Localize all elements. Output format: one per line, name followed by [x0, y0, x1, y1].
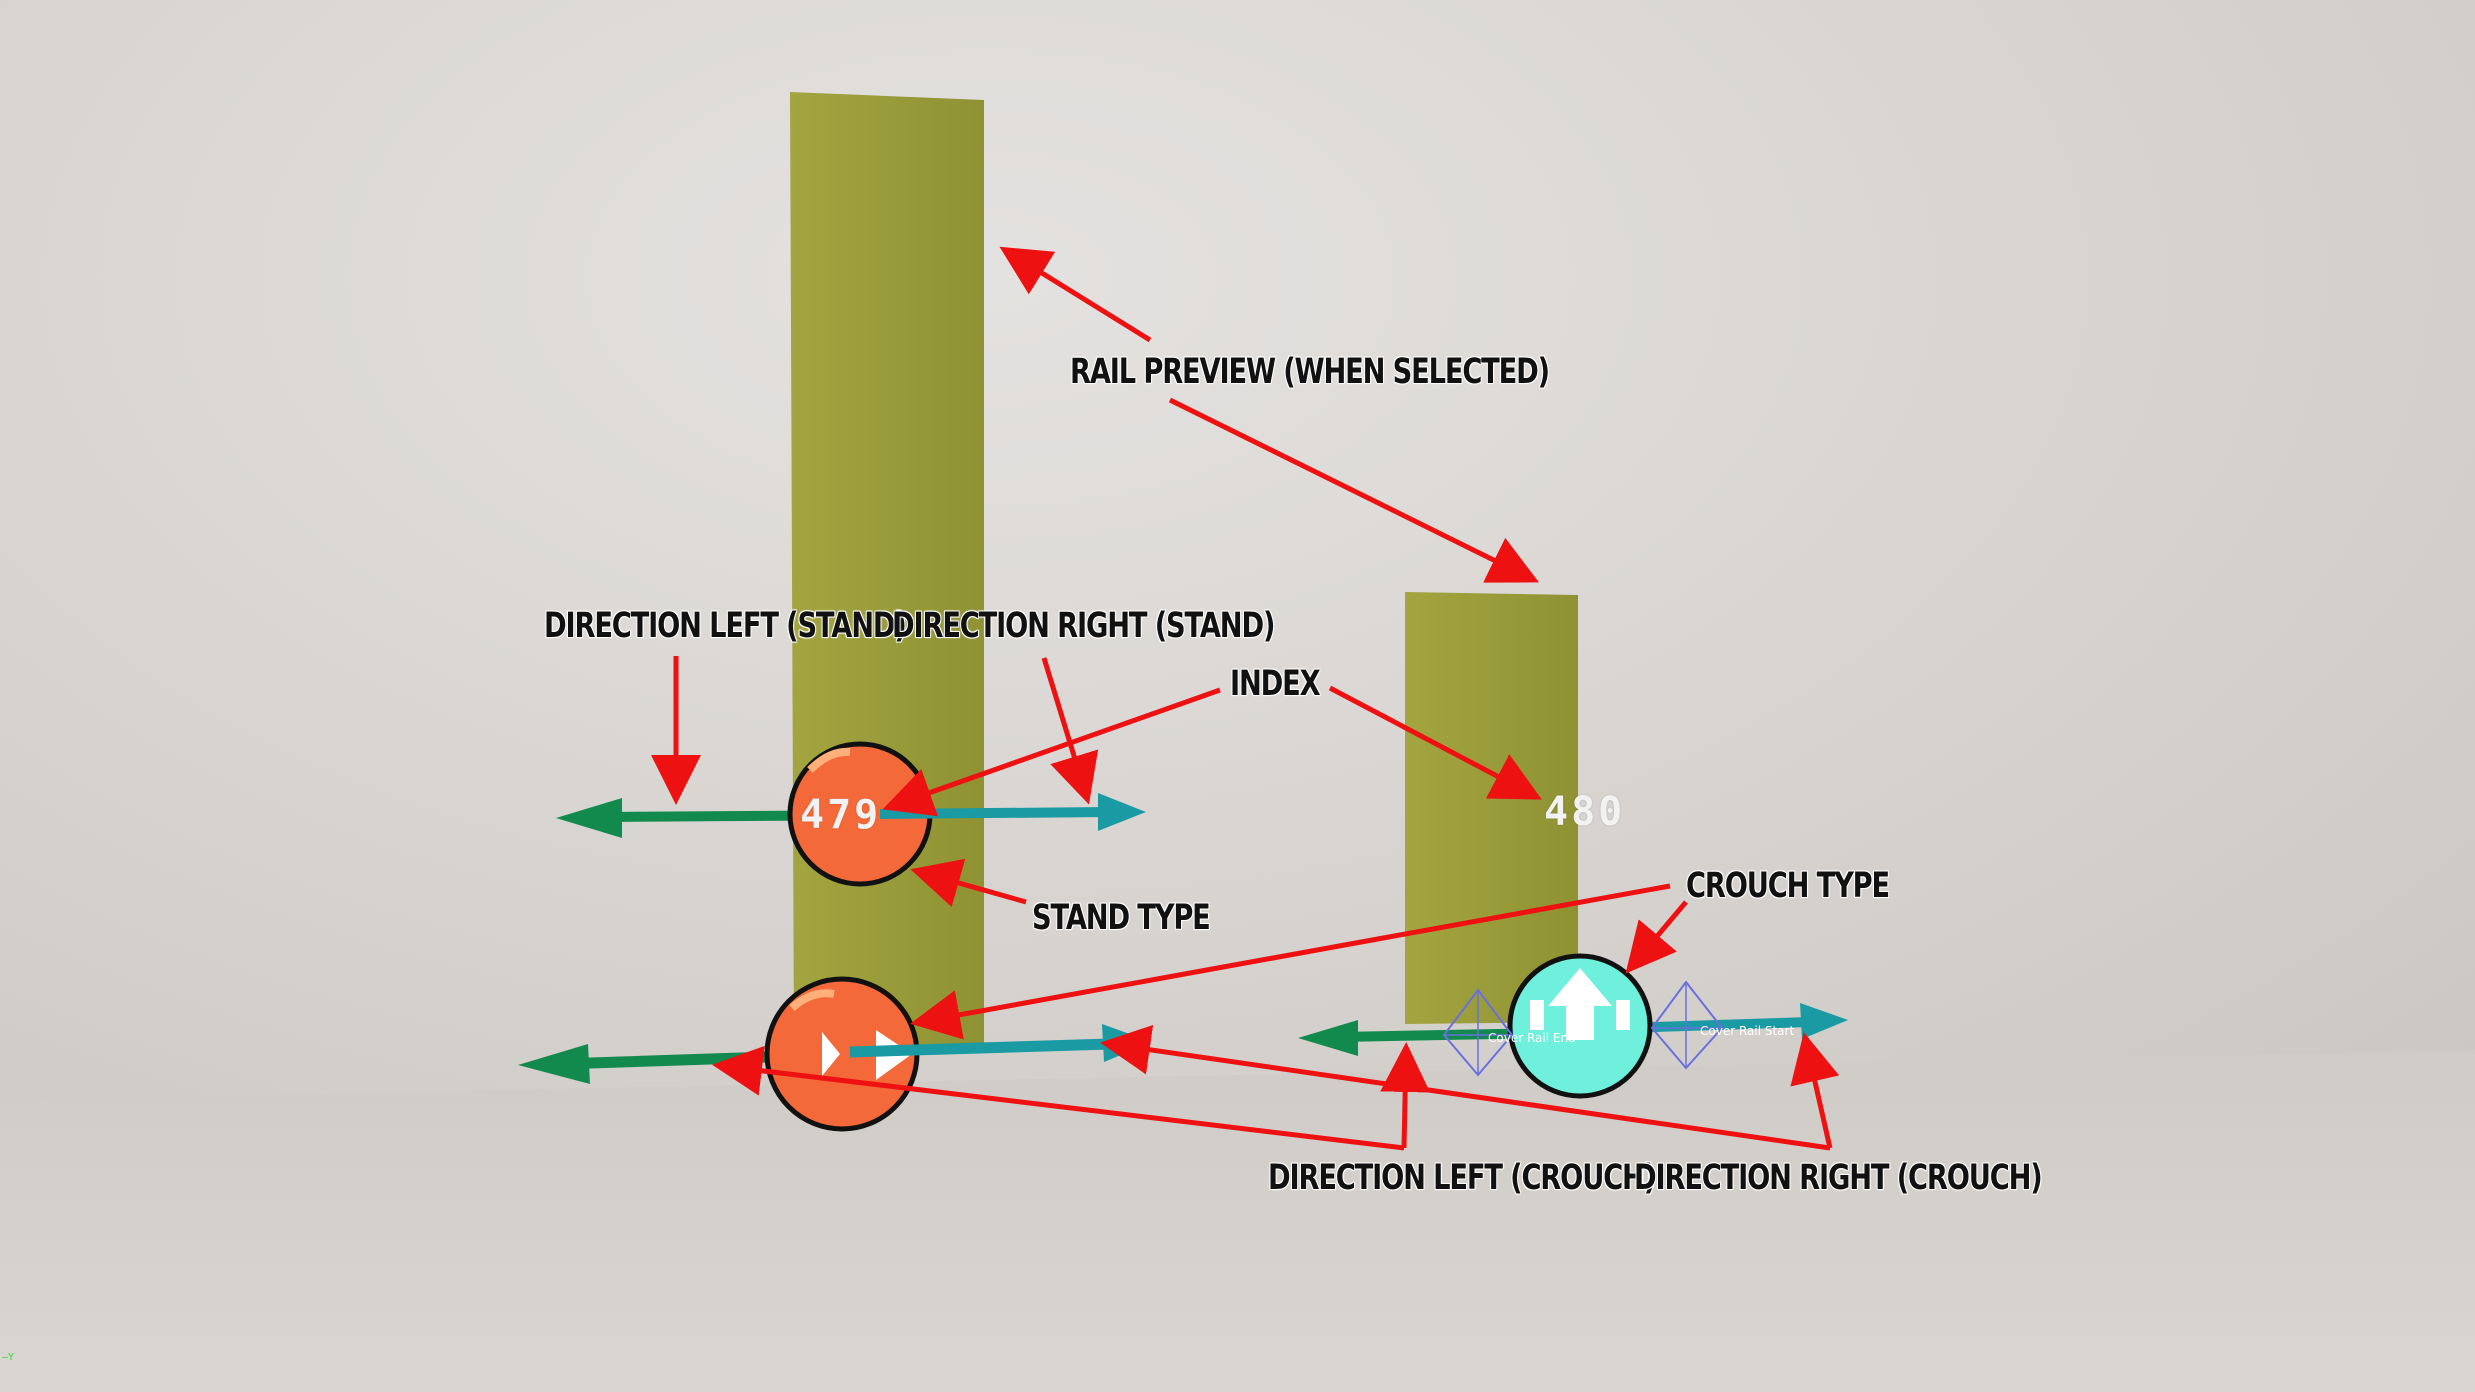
callout-stand-type: STAND TYPE — [1032, 898, 1211, 938]
arrow-direction-right-crouch-left — [1100, 1024, 1831, 1151]
callout-direction-right-stand: DIRECTION RIGHT (STAND) — [892, 606, 1275, 646]
crouch-node — [1298, 953, 1848, 1099]
axis-indicator: —Y — [2, 1352, 15, 1363]
index-label-right: 480 — [1544, 789, 1626, 835]
callout-direction-left-crouch: DIRECTION LEFT (CROUCH) — [1268, 1158, 1656, 1198]
rail-start-label: Cover Rail Start — [1700, 1024, 1795, 1038]
floor — [0, 1050, 2475, 1392]
crouch-type-icon — [1548, 968, 1612, 1040]
arrow-rail-preview-right — [1168, 397, 1539, 583]
arrow-direction-right-crouch-right — [1790, 1032, 1840, 1149]
direction-right-stand-shaft — [879, 807, 1111, 819]
arrow-stand-type — [910, 858, 1027, 907]
rail-end-label: Cover Rail End — [1488, 1031, 1576, 1045]
arrow-direction-left-crouch-right — [1380, 1042, 1431, 1149]
arrow-index-right — [1328, 685, 1542, 800]
callout-direction-right-crouch: DIRECTION RIGHT (CROUCH) — [1634, 1158, 2043, 1198]
arrow-crouch-type-left — [910, 883, 1671, 1040]
rail-preview-right — [1405, 592, 1578, 1024]
direction-right-stand-head — [1098, 793, 1146, 831]
callout-rail-preview: RAIL PREVIEW (WHEN SELECTED) — [1070, 352, 1550, 392]
arrow-direction-left-crouch-left — [712, 1045, 1405, 1151]
callout-index: INDEX — [1230, 664, 1321, 704]
callout-crouch-type: CROUCH TYPE — [1686, 866, 1890, 906]
callout-direction-left-stand: DIRECTION LEFT (STAND) — [544, 606, 907, 646]
arrow-rail-preview-left — [999, 246, 1152, 343]
arrow-direction-right-stand — [1041, 657, 1099, 805]
callout-arrows — [651, 246, 1840, 1151]
arrow-crouch-type-right — [1625, 900, 1688, 974]
rail-preview-left — [790, 92, 984, 1052]
index-label-left: 479 — [800, 792, 882, 838]
stand-node-bottom — [518, 976, 1152, 1132]
arrow-index-left — [882, 687, 1221, 817]
direction-left-stand-head — [556, 798, 622, 838]
